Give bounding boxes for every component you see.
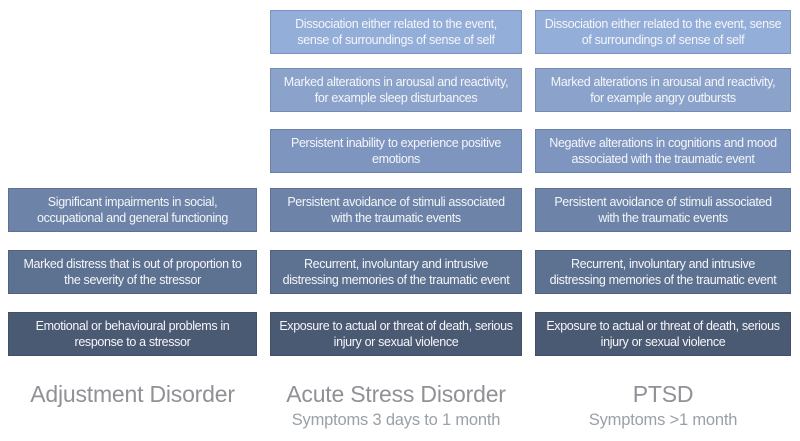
- criteria-text: Emotional or behavioural problems in res…: [35, 319, 230, 349]
- column-subtitle: Symptoms 3 days to 1 month: [291, 411, 501, 429]
- column-label-ptsd: PTSD Symptoms >1 month: [535, 381, 791, 431]
- criteria-box-acute-stress-disorder-row4: Persistent avoidance of stimuli associat…: [270, 188, 522, 232]
- criteria-box-adjustment-disorder-row5: Marked distress that is out of proportio…: [8, 250, 257, 294]
- criteria-text: Marked distress that is out of proportio…: [23, 257, 242, 287]
- column-title: PTSD: [632, 381, 694, 407]
- criteria-box-adjustment-disorder-row4: Significant impairments in social, occup…: [8, 188, 257, 232]
- criteria-box-ptsd-row6: Exposure to actual or threat of death, s…: [535, 312, 791, 356]
- criteria-text: Dissociation either related to the event…: [295, 17, 497, 47]
- criteria-box-ptsd-row2: Marked alterations in arousal and reacti…: [535, 68, 791, 112]
- criteria-box-acute-stress-disorder-row6: Exposure to actual or threat of death, s…: [270, 312, 522, 356]
- criteria-text: Recurrent, involuntary and intrusive dis…: [549, 257, 777, 287]
- criteria-text: Recurrent, involuntary and intrusive dis…: [282, 257, 510, 287]
- column-label-adjustment-disorder: Adjustment Disorder: [8, 381, 257, 408]
- criteria-box-ptsd-row3: Negative alterations in cognitions and m…: [535, 129, 791, 173]
- column-subtitle: Symptoms >1 month: [588, 411, 738, 429]
- criteria-text: Dissociation either related to the event…: [544, 17, 782, 47]
- criteria-box-acute-stress-disorder-row3: Persistent inability to experience posit…: [270, 129, 522, 173]
- criteria-text: Marked alterations in arousal and reacti…: [550, 75, 776, 105]
- criteria-text: Persistent avoidance of stimuli associat…: [554, 195, 772, 225]
- criteria-text: Persistent inability to experience posit…: [290, 136, 502, 166]
- criteria-box-acute-stress-disorder-row2: Marked alterations in arousal and reacti…: [270, 68, 522, 112]
- criteria-box-ptsd-row4: Persistent avoidance of stimuli associat…: [535, 188, 791, 232]
- criteria-text: Exposure to actual or threat of death, s…: [546, 319, 780, 349]
- column-title: Adjustment Disorder: [30, 381, 235, 407]
- criteria-text: Marked alterations in arousal and reacti…: [283, 75, 509, 105]
- criteria-box-ptsd-row1: Dissociation either related to the event…: [535, 10, 791, 54]
- criteria-text: Persistent avoidance of stimuli associat…: [287, 195, 505, 225]
- criteria-text: Exposure to actual or threat of death, s…: [279, 319, 513, 349]
- criteria-box-acute-stress-disorder-row1: Dissociation either related to the event…: [270, 10, 522, 54]
- criteria-box-ptsd-row5: Recurrent, involuntary and intrusive dis…: [535, 250, 791, 294]
- criteria-text: Negative alterations in cognitions and m…: [549, 136, 777, 166]
- criteria-text: Significant impairments in social, occup…: [36, 195, 229, 225]
- column-title: Acute Stress Disorder: [286, 381, 506, 407]
- criteria-box-adjustment-disorder-row6: Emotional or behavioural problems in res…: [8, 312, 257, 356]
- criteria-box-acute-stress-disorder-row5: Recurrent, involuntary and intrusive dis…: [270, 250, 522, 294]
